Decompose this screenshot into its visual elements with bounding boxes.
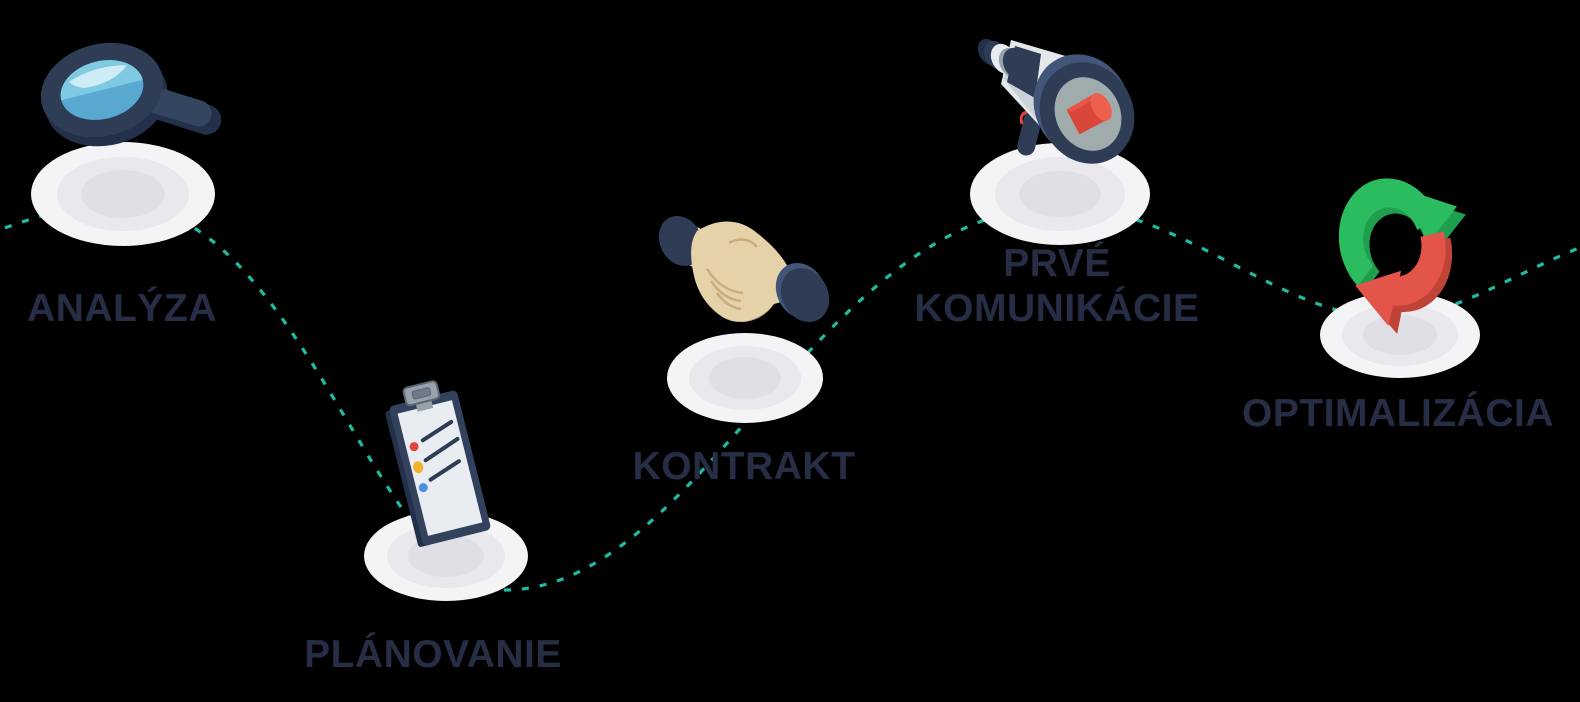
- megaphone-icon: [977, 38, 1135, 164]
- step-label-optimalizacia: OPTIMALIZÁCIA: [1242, 392, 1554, 435]
- handshake-icon: [658, 216, 830, 323]
- step-prve-komunikacie: [970, 38, 1150, 245]
- platform-shadow: [970, 143, 1150, 245]
- step-label-prve-komunikacie: PRVÉ KOMUNIKÁCIE: [914, 242, 1200, 330]
- step-kontrakt: [658, 216, 830, 423]
- refresh-cycle-icon: [1338, 178, 1466, 334]
- step-optimalizacia: [1320, 178, 1480, 378]
- step-label-kontrakt: KONTRAKT: [632, 445, 856, 488]
- step-label-planovanie: PLÁNOVANIE: [304, 633, 562, 676]
- platform-shadow: [31, 142, 215, 246]
- platform-shadow: [364, 511, 528, 601]
- clipboard-icon: [385, 380, 491, 547]
- step-label-analyza: ANALÝZA: [27, 287, 217, 330]
- step-planovanie: [364, 380, 528, 601]
- magnifier-icon: [40, 42, 222, 147]
- step-analyza: [31, 42, 222, 246]
- platform-shadow: [1320, 292, 1480, 378]
- platform-shadow: [667, 333, 823, 423]
